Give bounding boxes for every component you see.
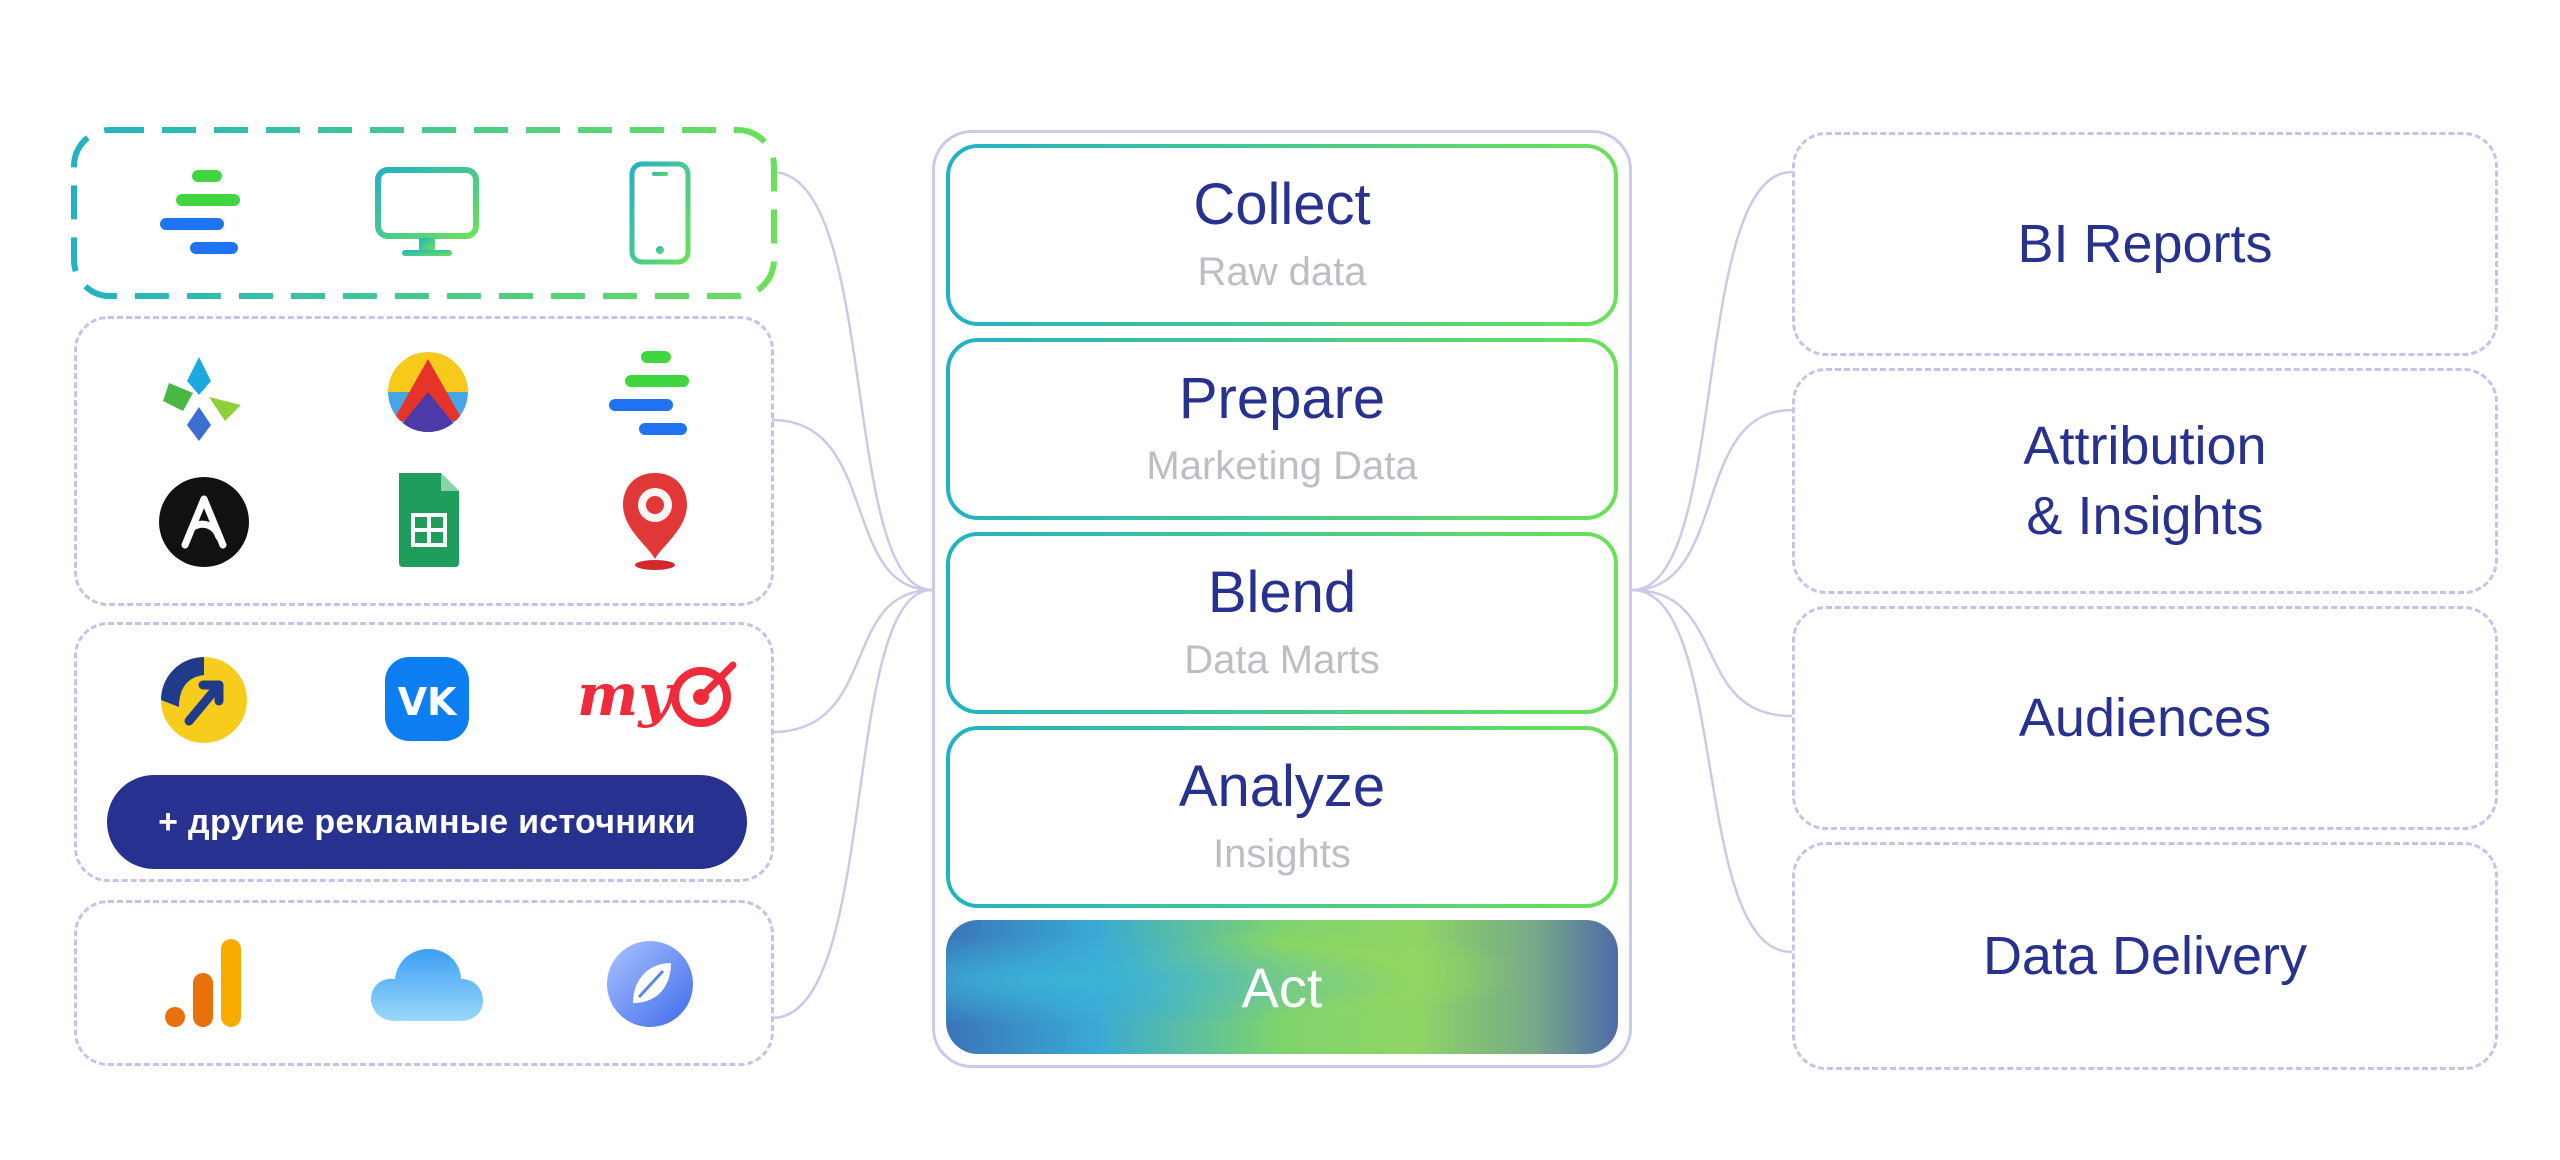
connector-output-2 — [1631, 408, 1793, 592]
cloud-icon — [367, 943, 487, 1027]
bar-chart-icon — [153, 933, 253, 1033]
stage-subtitle: Insights — [1213, 831, 1351, 876]
source-group-tools — [74, 316, 774, 606]
stylized-a-icon — [157, 475, 251, 569]
stage-border — [946, 338, 1618, 520]
connector-source-1 — [771, 170, 933, 592]
diamond-shapes-icon — [159, 353, 249, 443]
red-map-pin-icon — [615, 469, 695, 573]
stage-title: Blend — [1207, 560, 1357, 626]
svg-text:my: my — [577, 661, 676, 729]
mytarget-icon: my — [571, 647, 741, 747]
source-group-ads: VK my + другие рекламные источники — [74, 622, 774, 882]
stage-border — [946, 532, 1618, 714]
mobile-phone-icon — [620, 158, 700, 268]
more-ad-sources-label: + другие рекламные источники — [158, 802, 696, 841]
owox-bars-icon — [156, 164, 256, 264]
connector-output-4 — [1631, 588, 1793, 954]
output-label: Audiences — [2018, 687, 2272, 748]
stage-title: Collect — [1193, 172, 1371, 238]
source-group-analytics — [74, 900, 774, 1066]
stage-border — [946, 726, 1618, 908]
desktop-monitor-icon — [372, 158, 482, 268]
connector-source-3 — [771, 588, 933, 734]
stage-subtitle: Data Marts — [1184, 637, 1380, 682]
act-label: Act — [1241, 955, 1323, 1019]
output-label: BI Reports — [2017, 213, 2273, 274]
stage-title: Prepare — [1178, 366, 1386, 432]
more-ad-sources-button[interactable]: + другие рекламные источники — [107, 775, 747, 869]
act-stage[interactable]: Act — [946, 920, 1618, 1054]
output-data-delivery[interactable]: Data Delivery — [1792, 842, 2498, 1070]
stage-subtitle: Raw data — [1197, 249, 1367, 294]
stage-title: Analyze — [1178, 754, 1386, 820]
connector-output-3 — [1631, 588, 1793, 718]
output-audiences[interactable]: Audiences — [1792, 606, 2498, 830]
connector-source-4 — [771, 588, 933, 1020]
owox-bars-icon-2 — [605, 345, 705, 445]
colorful-circle-triangle-icon — [385, 349, 471, 435]
output-label: Attribution & Insights — [2023, 415, 2267, 546]
output-bi-reports[interactable]: BI Reports — [1792, 132, 2498, 356]
connector-output-1 — [1631, 170, 1793, 592]
vk-icon: VK — [383, 655, 471, 743]
stage-border — [946, 144, 1618, 326]
output-label: Data Delivery — [1982, 925, 2308, 986]
stage-subtitle: Marketing Data — [1146, 443, 1418, 488]
connector-source-2 — [771, 418, 933, 592]
spreadsheet-icon — [389, 469, 469, 569]
pipeline-column — [932, 130, 1632, 1068]
source-group-owox — [74, 130, 774, 296]
output-attribution-insights[interactable]: Attribution & Insights — [1792, 368, 2498, 594]
blue-circle-leaf-icon — [605, 939, 695, 1029]
yellow-arrow-icon — [159, 655, 249, 745]
svg-text:VK: VK — [398, 680, 458, 724]
